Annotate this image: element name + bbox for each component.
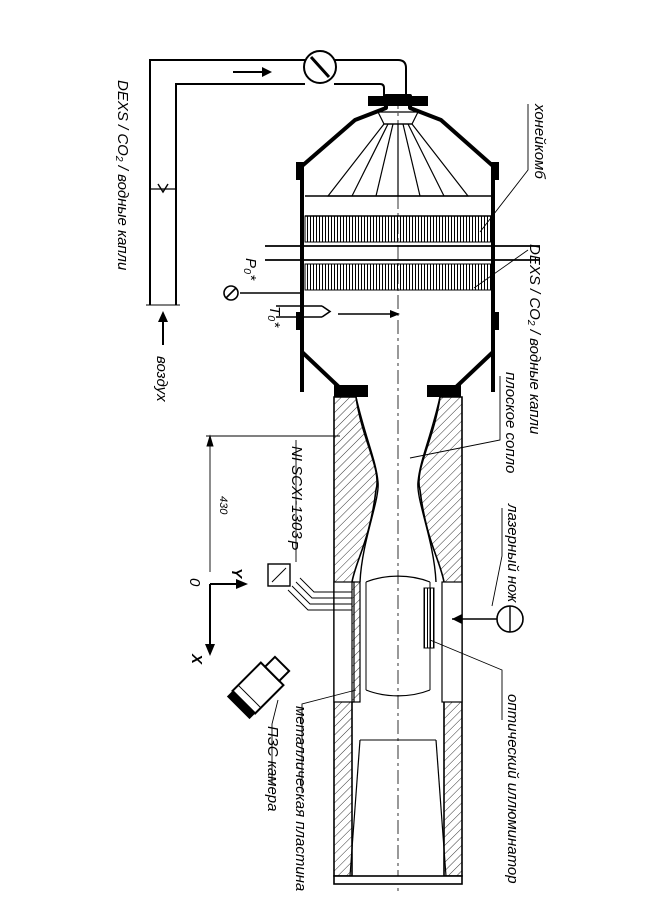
contraction (300, 330, 495, 390)
label-dexs-left: DEXS / CO₂ / водные капли (114, 80, 131, 271)
label-origin: 0 (186, 578, 203, 587)
t0-label: T₀* (266, 306, 283, 328)
label-optical-illuminator: оптический иллюминатор (504, 694, 521, 884)
label-axis-x: X (188, 653, 205, 665)
label-430: 430 (217, 496, 229, 515)
label-laser-knife: лазерный нож (504, 503, 521, 603)
metal-plate-label: металлическая пластина (292, 706, 309, 891)
diffuser-cone (326, 111, 470, 197)
air-label: воздух (153, 356, 170, 402)
coordinate-axes (205, 579, 248, 656)
label-ccd-camera: ПЗС камера (264, 726, 281, 811)
label-flat-nozzle: плоское сопло (502, 372, 519, 473)
laser-knife-icon (452, 605, 524, 633)
label-axis-y: Y (228, 568, 245, 580)
label-p0: P₀* (242, 258, 259, 281)
label-t0: T₀* (266, 306, 283, 328)
chamber-flow-arrow-icon (338, 310, 400, 318)
valve-icon (303, 50, 337, 84)
pressure-box (267, 563, 291, 587)
ni-module-label: NI SCXI-1303 (288, 446, 305, 539)
honeycomb (304, 215, 492, 291)
flange-left (334, 385, 368, 397)
ccd-camera-label: ПЗС камера (264, 726, 281, 811)
label-honeycomb: хонейкомб (531, 103, 548, 179)
laser-knife-label: лазерный нож (504, 503, 521, 603)
flow-arrow-icon (233, 67, 272, 77)
p0-label: P₀* (242, 258, 259, 281)
label-metal-plate: металлическая пластина (292, 706, 309, 891)
dimension-430 (206, 434, 340, 572)
leader-lines (271, 104, 529, 792)
label-dexs-right: DEXS / CO₂ / водные капли (526, 244, 543, 435)
flat-nozzle-label: плоское сопло (502, 372, 519, 473)
ccd-camera-icon (226, 655, 291, 720)
flange-right (427, 385, 461, 397)
p-label: P (284, 540, 301, 550)
label-p: P (284, 540, 301, 550)
origin-label: 0 (186, 578, 203, 587)
axis-y-label: Y (228, 568, 245, 580)
sensor-wires (287, 577, 352, 611)
axis-x-label: X (188, 653, 205, 665)
test-section (333, 396, 463, 885)
air-inlet-arrow-icon (158, 311, 168, 345)
dexs-right-label: DEXS / CO₂ / водные капли (526, 244, 543, 435)
injection-mark-icon (150, 183, 176, 194)
stagnation-probes (223, 285, 332, 318)
injection-rake (265, 245, 540, 261)
honeycomb-label: хонейкомб (531, 103, 548, 179)
label-ni-module: NI SCXI-1303 (288, 446, 305, 539)
supply-pipe (146, 59, 407, 306)
optical-illuminator-label: оптический иллюминатор (504, 694, 521, 884)
dexs-left-label: DEXS / CO₂ / водные капли (114, 80, 131, 271)
label-air: воздух (153, 356, 170, 402)
dim-430-label: 430 (217, 496, 229, 515)
